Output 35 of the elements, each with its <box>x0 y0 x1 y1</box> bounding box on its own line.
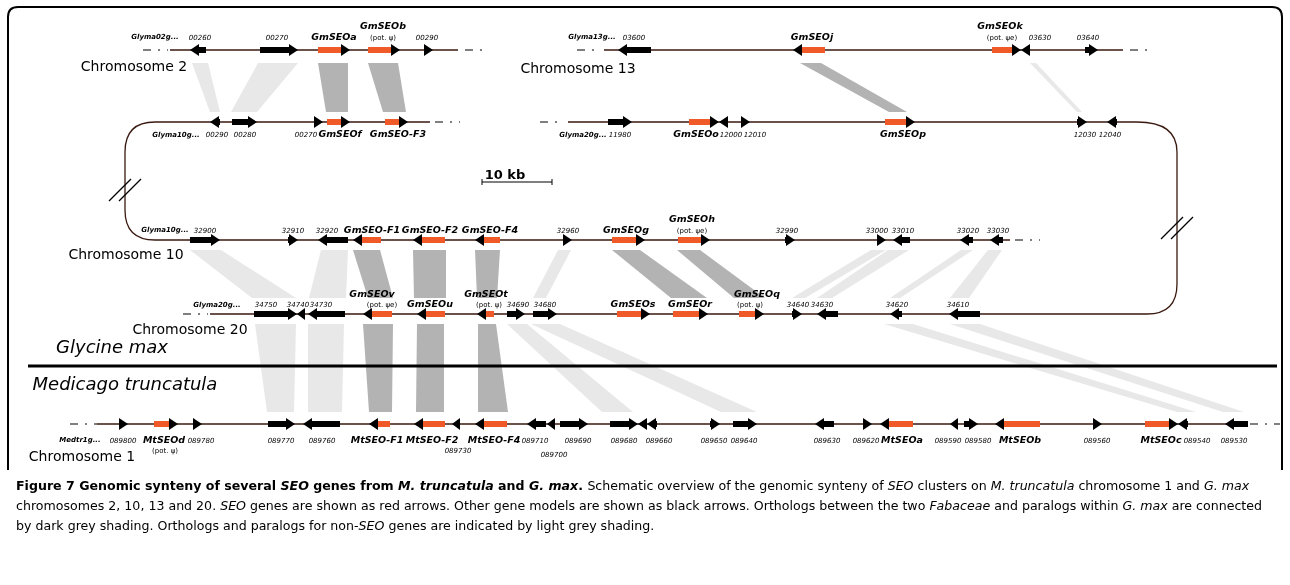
seo-gene-label: MtSEOd <box>142 435 186 445</box>
seo-gene-label: MtSEO-F4 <box>467 435 521 445</box>
seo-gene-label: MtSEOb <box>998 435 1042 445</box>
seo-gene-label: GmSEOr <box>668 299 712 309</box>
seo-gene-label: GmSEOq <box>734 289 780 299</box>
seo-gene-label: GmSEOg <box>603 225 649 235</box>
seo-gene-label: GmSEOv <box>349 289 395 299</box>
seo-gene-label: GmSEOp <box>880 129 926 139</box>
seo-gene-label: GmSEO-F3 <box>369 129 427 139</box>
scale-label: 10 kb <box>484 167 526 181</box>
seo-gene-label: GmSEO-F4 <box>461 225 519 235</box>
seo-gene-label: GmSEOt <box>464 289 508 299</box>
seo-gene-label: GmSEOf <box>318 129 362 139</box>
seo-gene-label: GmSEOo <box>673 129 719 139</box>
seo-gene-label: GmSEO-F2 <box>401 225 459 235</box>
seo-gene-label: GmSEOs <box>610 299 656 309</box>
seo-gene-label: GmSEOu <box>407 299 453 309</box>
seo-gene-label: MtSEOa <box>881 435 923 445</box>
seo-gene-label: GmSEOk <box>977 21 1023 31</box>
figure-caption: Figure 7 Genomic synteny of several SEO genes from M. truncatula and G. max. Schematic overview of the genomic synteny of SEO clusters on M. truncatula chromosome 1 and G. max chromosomes 2, 10, 13 and 20. SEO genes are shown as red arrows. Other gene models are shown as black arrows. Orthologs between the two Fabaceae and paralogs within G. max are connected by dark grey shading. Orthologs and paralogs for non-SEO genes are indicated by light grey shading. <box>16 477 1263 535</box>
species-label: Medicago truncatula <box>32 375 218 393</box>
seo-gene-label: GmSEOa <box>311 32 357 42</box>
chromosome-label: Chromosome 13 <box>520 61 636 75</box>
seo-gene-label: GmSEOb <box>360 21 406 31</box>
seo-gene-label: GmSEO-F1 <box>343 225 401 235</box>
chromosome-label: Chromosome 20 <box>132 322 248 336</box>
chromosome-label: Chromosome 1 <box>28 449 136 463</box>
seo-gene-label: MtSEO-F1 <box>350 435 404 445</box>
chromosome-label: Chromosome 10 <box>68 247 184 261</box>
chromosome-label: Chromosome 2 <box>80 59 188 73</box>
seo-gene-label: GmSEOh <box>669 214 715 224</box>
seo-gene-label: GmSEOj <box>790 32 834 42</box>
seo-gene-label: MtSEO-F2 <box>405 435 459 445</box>
seo-gene-label: MtSEOc <box>1140 435 1182 445</box>
species-label: Glycine max <box>56 338 168 356</box>
